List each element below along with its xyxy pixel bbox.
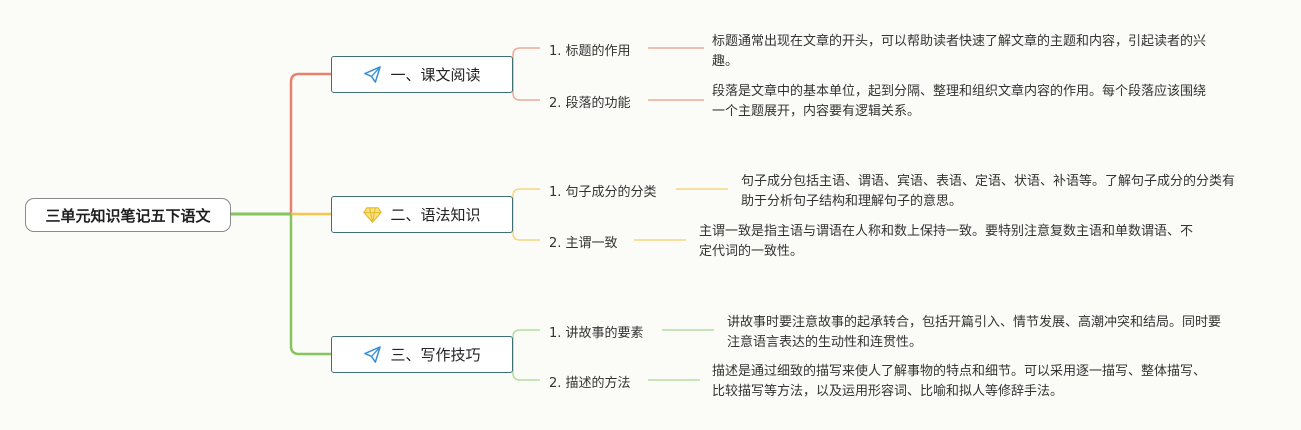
root-topic[interactable]: 三单元知识笔记五下语文 <box>25 198 231 232</box>
subtopic-storytelling[interactable]: 1. 讲故事的要素 <box>549 326 644 341</box>
subtopic-description-methods[interactable]: 2. 描述的方法 <box>549 376 631 391</box>
b1-child-2-connector <box>512 74 540 101</box>
diamond-icon <box>363 205 383 224</box>
detail-paragraph-function: 段落是文章中的基本单位，起到分隔、整理和组织文章内容的作用。每个段落应该围绕一个… <box>712 84 1207 119</box>
detail-subject-verb-agreement: 主谓一致是指主语与谓语在人称和数上保持一致。要特别注意复数主语和单数谓语、不定代… <box>699 224 1194 259</box>
branch-reading[interactable]: 一、课文阅读 <box>331 56 513 93</box>
b2-child-2-connector <box>512 214 540 241</box>
b3-child-2-connector <box>512 354 540 381</box>
branch-label: 二、语法知识 <box>390 206 481 224</box>
subtopic-paragraph-function[interactable]: 2. 段落的功能 <box>549 96 631 111</box>
b2-child-1-connector <box>512 188 540 214</box>
paper-plane-icon <box>363 65 382 84</box>
b1-child-1-connector <box>512 47 540 74</box>
subtopic-subject-verb-agreement[interactable]: 2. 主谓一致 <box>549 236 618 251</box>
paper-plane-icon <box>363 345 382 364</box>
branch-3-connector <box>289 214 331 356</box>
subtopic-sentence-components[interactable]: 1. 句子成分的分类 <box>549 185 657 200</box>
b3-child-1-connector <box>512 329 540 354</box>
branch-label: 三、写作技巧 <box>390 346 481 364</box>
detail-description-methods: 描述是通过细致的描写来使人了解事物的特点和细节。可以采用逐一描写、整体描写、比较… <box>712 364 1207 399</box>
branch-writing[interactable]: 三、写作技巧 <box>331 336 513 373</box>
detail-title-function: 标题通常出现在文章的开头，可以帮助读者快速了解文章的主题和内容，引起读者的兴趣。 <box>712 34 1207 69</box>
branch-1-connector <box>289 72 331 214</box>
root-title: 三单元知识笔记五下语文 <box>45 206 211 225</box>
subtopic-title-function[interactable]: 1. 标题的作用 <box>549 44 631 59</box>
detail-storytelling: 讲故事时要注意故事的起承转合，包括开篇引入、情节发展、高潮冲突和结局。同时要注意… <box>727 315 1222 350</box>
detail-sentence-components: 句子成分包括主语、谓语、宾语、表语、定语、状语、补语等。了解句子成分的分类有助于… <box>741 174 1236 209</box>
branch-grammar[interactable]: 二、语法知识 <box>331 196 513 233</box>
branch-label: 一、课文阅读 <box>390 66 481 84</box>
